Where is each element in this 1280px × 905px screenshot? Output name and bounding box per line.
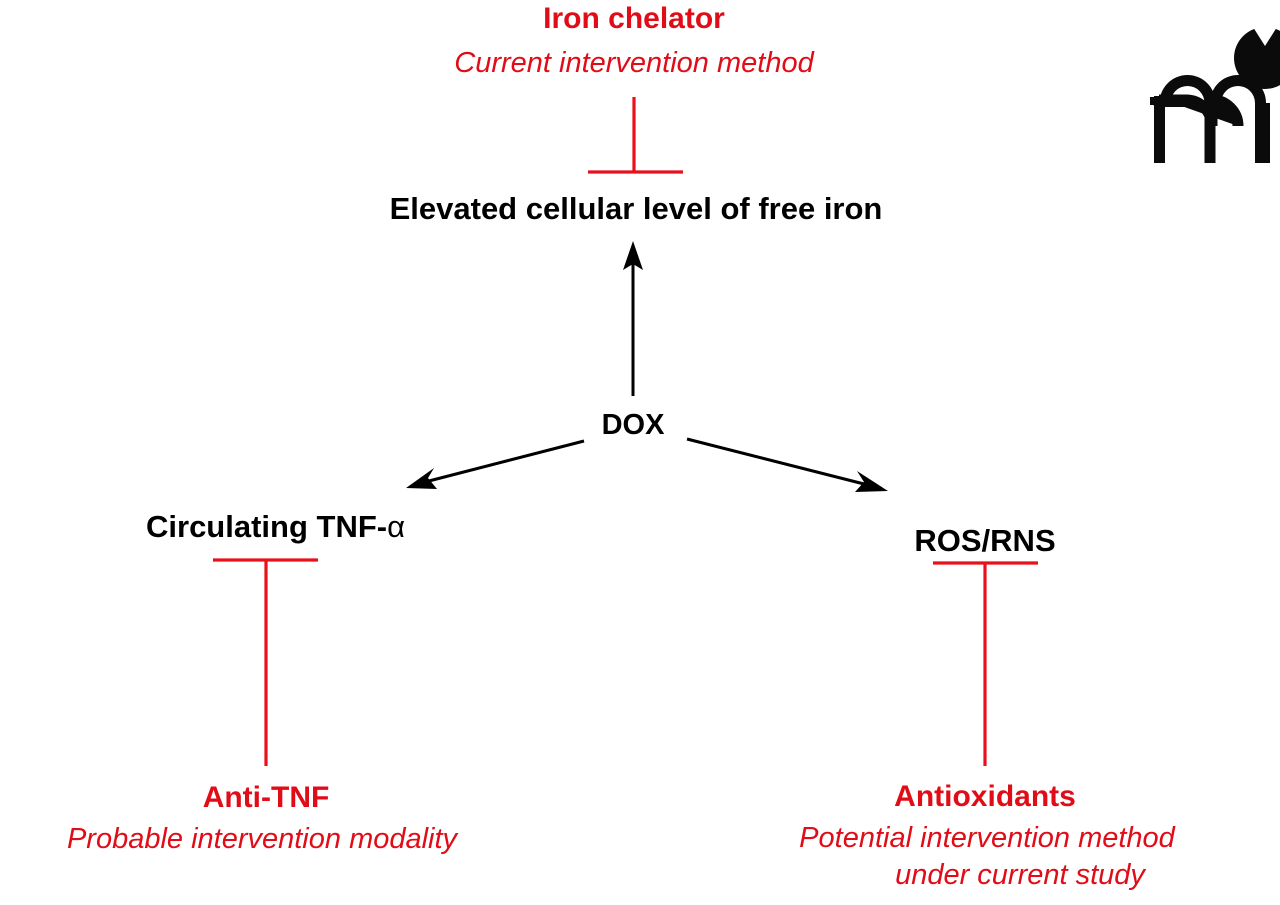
node-dox-label: DOX — [602, 409, 666, 441]
node-anti-tnf-title: Anti-TNF — [203, 781, 330, 814]
logo-letter-i-stem — [1259, 103, 1270, 163]
node-tnf-alpha-label-main: Circulating TNF- — [146, 509, 387, 544]
node-free-iron-label: Elevated cellular level of free iron — [390, 191, 883, 226]
edge-dox-to-tnf — [406, 439, 585, 489]
edge-anti-tnf-inhibits-tnf — [213, 558, 318, 766]
node-iron-chelator-title: Iron chelator — [543, 2, 725, 35]
logo-m-glyph — [1150, 75, 1266, 163]
node-antioxidants-subtitle-line2: under current study — [895, 859, 1146, 891]
node-ros-rns-label: ROS/RNS — [914, 523, 1055, 558]
node-antioxidants-title: Antioxidants — [894, 780, 1076, 813]
edge-iron-chelator-inhibits-free-iron — [588, 97, 683, 174]
mi-logo — [1150, 6, 1280, 163]
edge-dox-to-free-iron — [623, 241, 643, 396]
logo-i-dot — [1234, 6, 1280, 89]
edge-dox-to-ros — [686, 437, 888, 492]
node-iron-chelator-subtitle: Current intervention method — [454, 47, 814, 79]
edge-antioxidants-inhibits-ros — [933, 561, 1038, 766]
node-anti-tnf-subtitle: Probable intervention modality — [67, 823, 459, 855]
node-antioxidants-subtitle-line1: Potential intervention method — [799, 822, 1175, 854]
node-tnf-alpha-label: Circulating TNF-α — [146, 509, 405, 544]
node-tnf-alpha-greek-symbol: α — [387, 509, 405, 544]
